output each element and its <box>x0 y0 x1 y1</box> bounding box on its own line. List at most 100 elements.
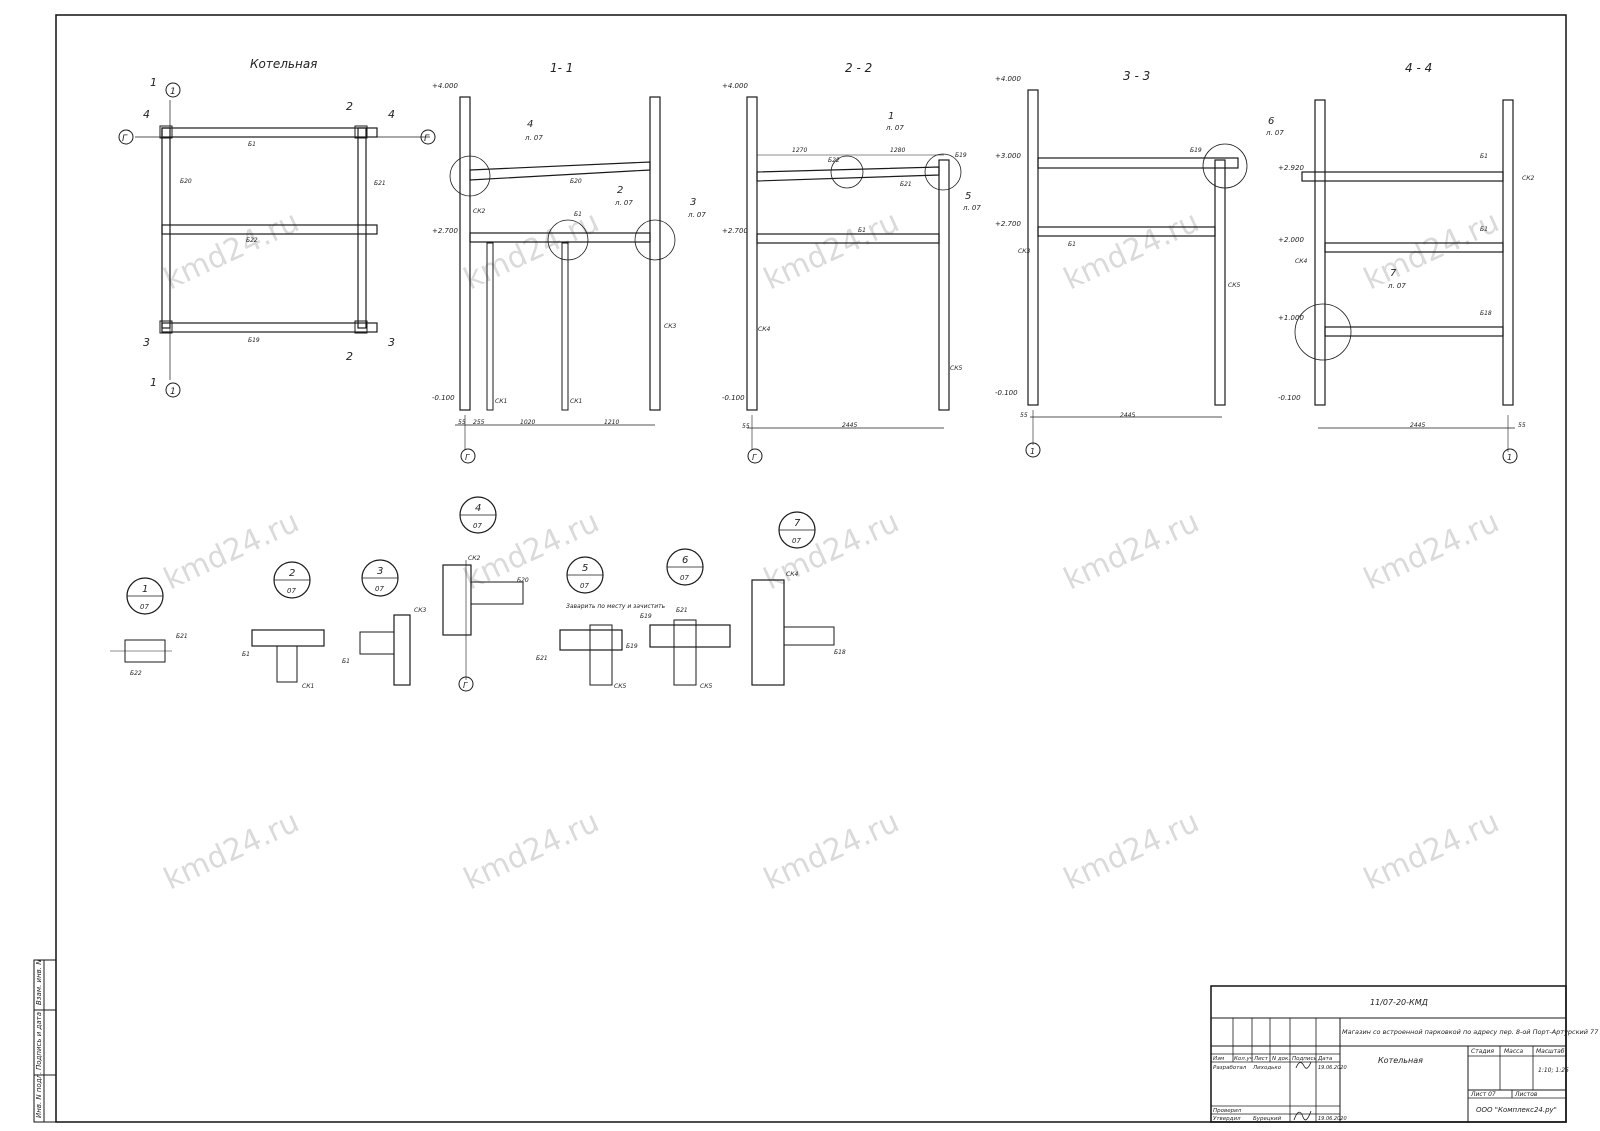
plan-b1: Б1 <box>248 141 256 148</box>
watermark: kmd24.ru <box>159 504 305 597</box>
sheet-frame <box>55 14 1567 1123</box>
node-4-b20: Б20 <box>517 577 529 584</box>
node-5-sheet: 07 <box>580 582 589 590</box>
s33-dim-2445: 2445 <box>1120 412 1135 419</box>
s44-b1-top: Б1 <box>1480 153 1488 160</box>
s44-callout-7: 7 <box>1390 268 1397 279</box>
s22-b22: Б22 <box>828 157 840 164</box>
s22-axis-g: Г <box>752 453 757 462</box>
s11-dim-1210: 1210 <box>604 419 619 426</box>
node-6-number: 6 <box>682 555 688 566</box>
row-approved: Утвердил <box>1213 1116 1241 1122</box>
s44-b18: Б18 <box>1480 310 1492 317</box>
scale-header: Масштаб <box>1536 1048 1565 1055</box>
section-3-3-title: 3 - 3 <box>1123 69 1150 83</box>
watermark: kmd24.ru <box>759 804 905 897</box>
detail-nodes: 1 07 Б21 Б22 2 07 Б1 СК1 3 07 СК3 <box>110 496 846 692</box>
node-2-b1: Б1 <box>242 651 250 658</box>
plan-title: Котельная <box>250 57 317 71</box>
s22-ck4: СК4 <box>758 326 770 333</box>
col-podp: Подпись <box>1292 1056 1317 1062</box>
cut-1-bottom: 1 <box>150 376 157 389</box>
node-5-ck5: СК5 <box>614 683 626 690</box>
s22-level-4000: +4.000 <box>722 82 748 90</box>
plan-b22: Б22 <box>246 237 258 244</box>
s44-level-2920: +2.920 <box>1278 164 1304 172</box>
s44-level-0100: -0.100 <box>1278 394 1301 402</box>
node-2-ck1: СК1 <box>302 683 314 690</box>
approver-name: Бурецкий <box>1253 1116 1282 1122</box>
s33-level-3000: +3.000 <box>995 152 1021 160</box>
node-2-sheet: 07 <box>287 587 296 595</box>
approver-date: 19.06.2020 <box>1318 1116 1347 1122</box>
s11-callout-3: 3 <box>690 197 696 208</box>
node-1-b22: Б22 <box>130 670 142 677</box>
s22-b21: Б21 <box>900 181 912 188</box>
s11-level-4000: +4.000 <box>432 82 458 90</box>
s11-callout-2: 2 <box>617 185 623 196</box>
node-1: 1 07 Б21 Б22 <box>110 577 188 677</box>
section-1-1-title: 1- 1 <box>550 61 573 75</box>
s33-dim-55: 55 <box>1020 412 1028 419</box>
s33-level-2700: +2.700 <box>995 220 1021 228</box>
cut-3-right: 3 <box>388 336 395 349</box>
s44-callout-7-ref: л. 07 <box>1387 282 1406 290</box>
plan-view: Котельная 1 1 Г Г 1 1 4 4 2 2 3 3 Б1 Б20 <box>118 57 436 398</box>
watermark: kmd24.ru <box>759 204 905 297</box>
s11-dim-1020: 1020 <box>520 419 535 426</box>
watermark: kmd24.ru <box>1059 504 1205 597</box>
cut-4-right: 4 <box>388 108 395 121</box>
node-1-b21: Б21 <box>176 633 188 640</box>
cut-4-left: 4 <box>143 108 150 121</box>
s22-level-0100: -0.100 <box>722 394 745 402</box>
drawing-code: 11/07-20-КМД <box>1370 998 1428 1007</box>
col-ndok: N док. <box>1272 1056 1290 1062</box>
node-6-ck5: СК5 <box>700 683 712 690</box>
scale-value: 1:10; 1:25 <box>1538 1067 1569 1074</box>
axis-1-bottom: 1 <box>170 387 176 397</box>
cut-1-top: 1 <box>150 76 157 89</box>
row-developer: Разработал <box>1213 1065 1247 1071</box>
watermark: kmd24.ru <box>1359 504 1505 597</box>
watermark: kmd24.ru <box>1059 204 1205 297</box>
s22-callout-5: 5 <box>965 191 971 202</box>
node-2: 2 07 Б1 СК1 <box>242 561 325 690</box>
s11-callout-4-ref: л. 07 <box>524 134 543 142</box>
node-6: 6 07 Б19 Б21 СК5 <box>640 548 731 690</box>
section-3-3: 3 - 3 1 +4.000 +3.000 +2.700 -0.100 55 2… <box>995 69 1284 458</box>
node-3-b1: Б1 <box>342 658 350 665</box>
s22-dim-55: 55 <box>742 423 750 430</box>
developer-signature <box>1295 1061 1312 1069</box>
s33-ck5: СК5 <box>1228 282 1240 289</box>
node-7-ck4: СК4 <box>786 571 798 578</box>
s11-ck3: СК3 <box>664 323 676 330</box>
s33-ck3: СК3 <box>1018 248 1030 255</box>
s11-axis-g: Г <box>465 453 470 462</box>
node-6-sheet: 07 <box>680 574 689 582</box>
s11-ck1-a: СК1 <box>495 398 507 405</box>
s22-dim-1280: 1280 <box>890 147 905 154</box>
watermark: kmd24.ru <box>159 804 305 897</box>
axis-g-left: Г <box>122 134 128 144</box>
s22-ck5: СК5 <box>950 365 962 372</box>
s22-dim-1270: 1270 <box>792 147 807 154</box>
stage-header: Стадия <box>1471 1048 1494 1055</box>
s11-b20: Б20 <box>570 178 582 185</box>
node-4: 4 07 Г СК2 Б20 <box>442 496 529 692</box>
s33-b19: Б19 <box>1190 147 1202 154</box>
node-7-b18: Б18 <box>834 649 846 656</box>
section-2-2-title: 2 - 2 <box>845 61 872 75</box>
col-data: Дата <box>1317 1056 1333 1062</box>
developer-date: 19.06.2020 <box>1318 1065 1347 1071</box>
plan-b20: Б20 <box>180 178 192 185</box>
watermark: kmd24.ru <box>1059 804 1205 897</box>
s11-callout-3-ref: л. 07 <box>687 211 706 219</box>
s22-callout-1: 1 <box>888 111 894 122</box>
section-4-4: 4 - 4 1 +2.920 +2.000 +1.000 -0.100 2445… <box>1278 61 1534 464</box>
cut-2-bottom: 2 <box>346 350 353 363</box>
axis-g-right: Г <box>424 134 430 144</box>
s11-dim-255: 255 <box>473 419 485 426</box>
s33-callout-6: 6 <box>1268 116 1274 127</box>
col-list: Лист <box>1253 1056 1269 1062</box>
